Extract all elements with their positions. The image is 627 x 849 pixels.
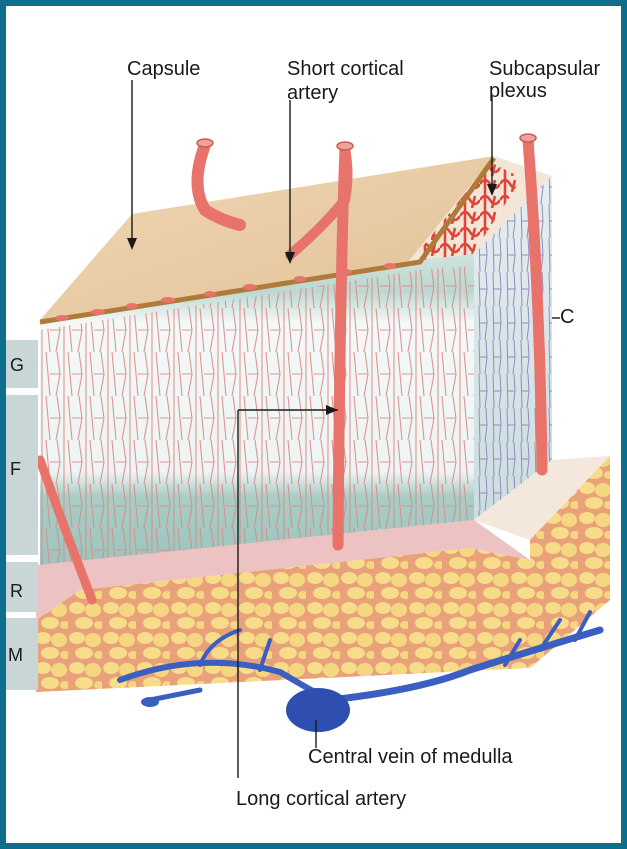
capsule-label: Capsule (127, 58, 200, 80)
small-vein (141, 697, 159, 707)
subcapsular-plexus-label-line1: Subcapsular (489, 58, 600, 80)
zone-label-m: M (8, 644, 23, 666)
c-label: C (560, 306, 574, 328)
central-vein (286, 688, 350, 732)
short-cortical-artery-label-line1: Short cortical (287, 58, 404, 80)
short-cortical-artery-label-line2: artery (287, 82, 338, 104)
long-cortical-artery-label: Long cortical artery (236, 788, 406, 810)
artery-caps (197, 134, 536, 150)
zone-label-r: R (10, 580, 23, 602)
zone-markers (6, 340, 38, 690)
subcapsular-plexus-label-line2: plexus (489, 80, 547, 102)
zone-label-f: F (10, 458, 21, 480)
zone-label-g: G (10, 354, 24, 376)
central-vein-label: Central vein of medulla (308, 746, 513, 768)
